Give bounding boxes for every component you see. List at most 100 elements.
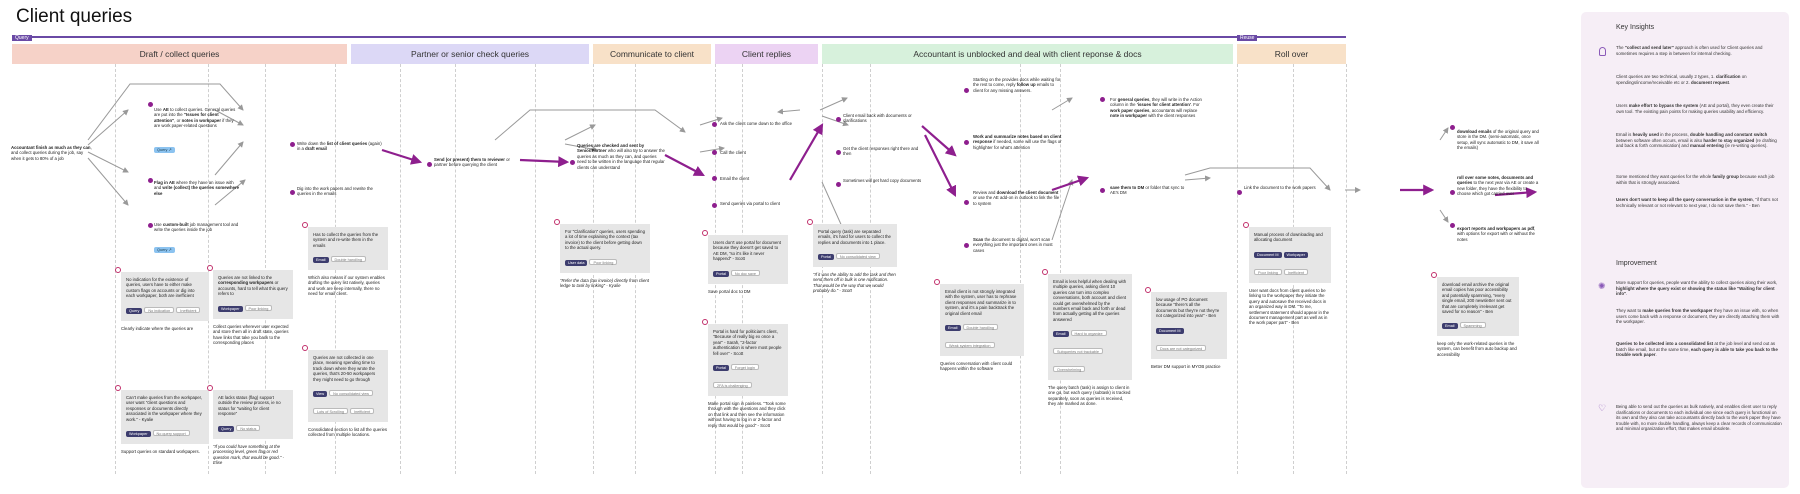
- step-dot: [290, 142, 295, 147]
- step-send-portal: Send queries via portal to client: [720, 201, 780, 206]
- lightbulb-icon: [1599, 47, 1606, 56]
- opportunity-note: User want docs from client queries to be…: [1249, 288, 1330, 326]
- pain-point-marker: [807, 219, 813, 225]
- insights-panel: Key Insights The "collect and send later…: [1581, 12, 1789, 488]
- stage-header: Roll over: [1237, 44, 1346, 64]
- lane-divider: [1346, 64, 1347, 474]
- pain-point-text: AE lacks status (flag) support outside t…: [218, 395, 281, 417]
- step-dot: [427, 162, 432, 167]
- pain-tag-chip: Email: [1053, 331, 1069, 338]
- lane-divider: [535, 64, 536, 474]
- step-client-email-back: Client email back with documents or clar…: [843, 113, 912, 124]
- pain-point-card: Portal is hard for politician's client, …: [708, 324, 788, 397]
- step-link-document: Link the document to the work papers: [1244, 185, 1316, 190]
- opportunity-note: Consolidated section to list all the que…: [308, 427, 388, 438]
- pain-point-text: Has to collect the queries from the syst…: [313, 232, 379, 248]
- step-general-queries: For general queries, they will write in …: [1110, 97, 1202, 119]
- opportunity-note: "If you could have something at the proc…: [213, 444, 285, 466]
- query-link-chip[interactable]: Query ↗: [154, 247, 175, 253]
- opportunity-note: Queries conversation with client could h…: [940, 361, 1013, 372]
- improvement-2: They want to make queries from the workp…: [1616, 308, 1780, 325]
- opportunity-note: Better DM support in MYOB practice: [1151, 364, 1221, 369]
- pain-tag-chip: Forget login: [730, 364, 759, 371]
- step-dot: [712, 176, 717, 181]
- pain-tag-chip: Query: [126, 307, 143, 314]
- opportunity-note: "If it was the ability to add the task a…: [813, 272, 896, 294]
- pain-point-text: Users don't use portal for document beca…: [713, 240, 781, 262]
- step-dot: [836, 117, 841, 122]
- pain-tag-chip: Hard to organize: [1070, 330, 1107, 337]
- step-dot: [964, 88, 969, 93]
- lane-divider: [1020, 64, 1021, 474]
- opportunity-note: Clearly indicate where the queries are: [121, 326, 194, 331]
- pain-point-marker: [207, 385, 213, 391]
- pain-point-card: Queries are not collected in one place, …: [308, 350, 388, 423]
- step-email-client: Email the client: [720, 176, 750, 181]
- pain-point-card: low usage of PO document because "there'…: [1151, 292, 1227, 359]
- step-dot: [964, 140, 969, 145]
- step-checked-by-senior: Queries are checked and sent by Senior/P…: [577, 143, 665, 170]
- step-flag-in-ae: Flag in AE where they have an issue with…: [154, 180, 240, 196]
- lane-divider: [400, 64, 401, 474]
- step-dot: [712, 122, 717, 127]
- reuse-tag: Reuse: [1237, 35, 1258, 41]
- pain-tag-chip: Workpaper: [218, 305, 243, 312]
- pain-point-text: For "Clarification" queries, users spend…: [565, 229, 645, 251]
- step-dot: [1237, 190, 1242, 195]
- pain-point-marker: [554, 219, 560, 225]
- step-dot: [148, 178, 153, 183]
- pain-point-card: For "Clarification" queries, users spend…: [560, 224, 650, 273]
- pain-point-text: Queries are not collected in one place, …: [313, 355, 376, 382]
- pain-point-text: Portal is hard for politician's client, …: [713, 329, 782, 356]
- pain-tag-chip: No indication: [144, 306, 175, 313]
- pain-point-text: No indication for the existence of queri…: [126, 277, 195, 299]
- reuse-phase-bar: [1237, 36, 1346, 43]
- improvement-title: Improvement: [1616, 260, 1657, 267]
- pain-point-marker: [702, 319, 708, 325]
- opportunity-note: "Refer the data (tax invoice) directly f…: [560, 278, 649, 289]
- pain-tag-chip: 2FA is challenging: [713, 382, 752, 389]
- step-dot: [1100, 97, 1105, 102]
- pain-tag-chip: Email: [1442, 323, 1458, 330]
- step-dot: [1450, 223, 1455, 228]
- step-responses-there: Get the client responses right there and…: [843, 146, 919, 157]
- pain-tag-chip: Email: [313, 257, 329, 264]
- pain-tag-chip: Double handling: [962, 324, 998, 331]
- step-dot: [836, 150, 841, 155]
- step-draft-email: Write down the list of client queries (a…: [297, 141, 382, 152]
- step-dot: [148, 102, 153, 107]
- pain-tag-chip: No consolidated view: [835, 253, 880, 260]
- step-dot: [836, 182, 841, 187]
- query-tag: Query: [12, 35, 32, 41]
- pain-point-marker: [1042, 269, 1048, 275]
- pain-point-text: Email is less helpful when dealing with …: [1053, 279, 1127, 322]
- pain-tag-chip: Inefficient: [350, 408, 375, 415]
- step-save-dm: save them to DM or folder that sync to A…: [1110, 185, 1185, 196]
- improvement-4: Being able to send out the queries as bu…: [1616, 404, 1782, 432]
- pain-point-marker: [302, 222, 308, 228]
- pain-point-marker: [934, 279, 940, 285]
- step-accountant-finish: Accountant finish as much as they can, a…: [11, 145, 92, 161]
- pain-tag-chip: Overwhelming: [1053, 366, 1086, 373]
- pain-point-marker: [115, 385, 121, 391]
- pain-point-card: Queries are not linked to the correspond…: [213, 270, 293, 319]
- pain-point-card: AE lacks status (flag) support outside t…: [213, 390, 293, 439]
- step-dot: [290, 190, 295, 195]
- pain-tag-chip: Portal: [713, 365, 729, 372]
- step-dot: [148, 223, 153, 228]
- lane-divider: [822, 64, 823, 474]
- step-call-client: Call the client: [720, 150, 746, 155]
- step-dot: [1100, 188, 1105, 193]
- opportunity-note: keep only the work-related queries in th…: [1437, 341, 1517, 357]
- pain-tag-chip: Portal: [713, 270, 729, 277]
- pain-tag-chip: Docs are not categorized: [1156, 344, 1207, 351]
- lane-divider: [265, 64, 266, 474]
- pain-tag-chip: Inefficient: [1283, 268, 1309, 275]
- pain-tag-chip: Poor linking: [1254, 268, 1282, 275]
- lane-divider: [1060, 64, 1061, 474]
- query-link-chip[interactable]: Query ↗: [154, 147, 175, 153]
- step-dot: [712, 203, 717, 208]
- lane-divider: [1237, 64, 1238, 474]
- step-export-reports: export reports and workpapers as pdf, wi…: [1457, 226, 1536, 242]
- opportunity-note: Save portal doc to DM: [708, 289, 751, 294]
